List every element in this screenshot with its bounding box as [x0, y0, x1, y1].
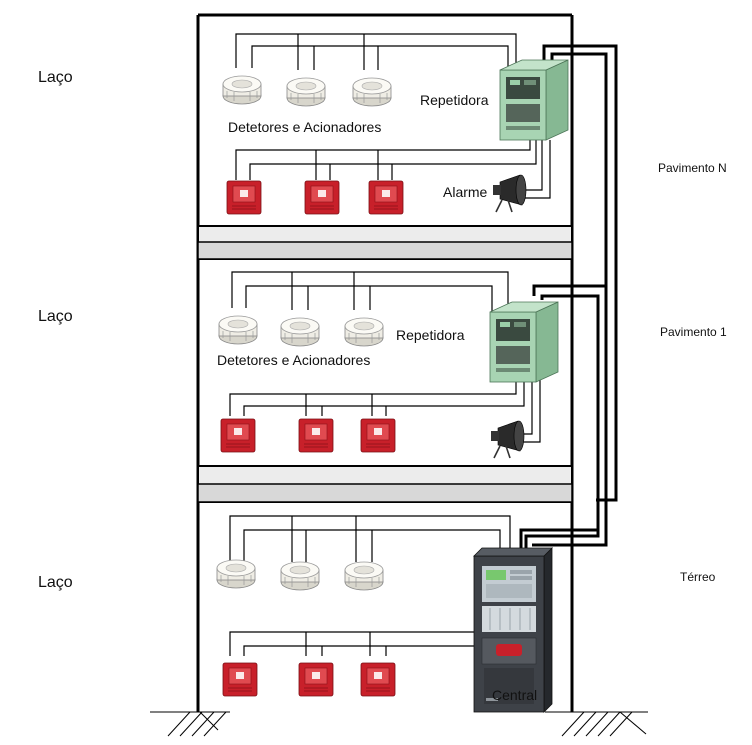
smoke-detector [352, 77, 392, 107]
manual-call-point [298, 662, 334, 697]
repeater-panel [499, 59, 569, 141]
floor-label: Pavimento N [658, 161, 727, 175]
repeater-panel [489, 301, 559, 383]
manual-call-point [360, 662, 396, 697]
slab-lower [197, 465, 573, 503]
siren-icon [492, 174, 527, 213]
riser-cables [519, 44, 618, 548]
floor-label: Pavimento 1 [660, 325, 727, 339]
manual-call-point [298, 418, 334, 453]
ground-hatch-left [150, 711, 230, 737]
smoke-detector [280, 317, 320, 347]
alarm-label: Alarme [443, 184, 488, 200]
ground-hatch-right [545, 711, 648, 737]
smoke-detector [344, 561, 384, 591]
siren-icon [490, 420, 525, 459]
loop-wiring [235, 33, 551, 199]
floor-pavimento-n: Laço Detetores e Acionadores Repetidora … [38, 33, 727, 215]
building [150, 13, 648, 737]
loop-label: Laço [38, 308, 73, 325]
manual-call-point [304, 180, 340, 215]
smoke-detector [222, 75, 262, 105]
floor-pavimento-1: Laço Detetores e Acionadores Repetidora … [38, 271, 727, 459]
loop-label: Laço [38, 69, 73, 86]
repeater-label: Repetidora [396, 327, 465, 343]
repeater-label: Repetidora [420, 92, 489, 108]
smoke-detector [286, 77, 326, 107]
floor-label: Térreo [680, 570, 716, 584]
device-label: Detetores e Acionadores [217, 352, 370, 368]
smoke-detector [344, 317, 384, 347]
slab-upper [197, 225, 573, 260]
loop-label: Laço [38, 574, 73, 591]
manual-call-point [222, 662, 258, 697]
floor-terreo: Laço Central Térreo [38, 515, 716, 713]
central-label: Central [492, 687, 537, 703]
device-label: Detetores e Acionadores [228, 119, 381, 135]
smoke-detector [218, 315, 258, 345]
smoke-detector [216, 559, 256, 589]
loop-wiring [229, 515, 511, 656]
smoke-detector [280, 561, 320, 591]
manual-call-point [226, 180, 262, 215]
manual-call-point [360, 418, 396, 453]
manual-call-point [220, 418, 256, 453]
manual-call-point [368, 180, 404, 215]
